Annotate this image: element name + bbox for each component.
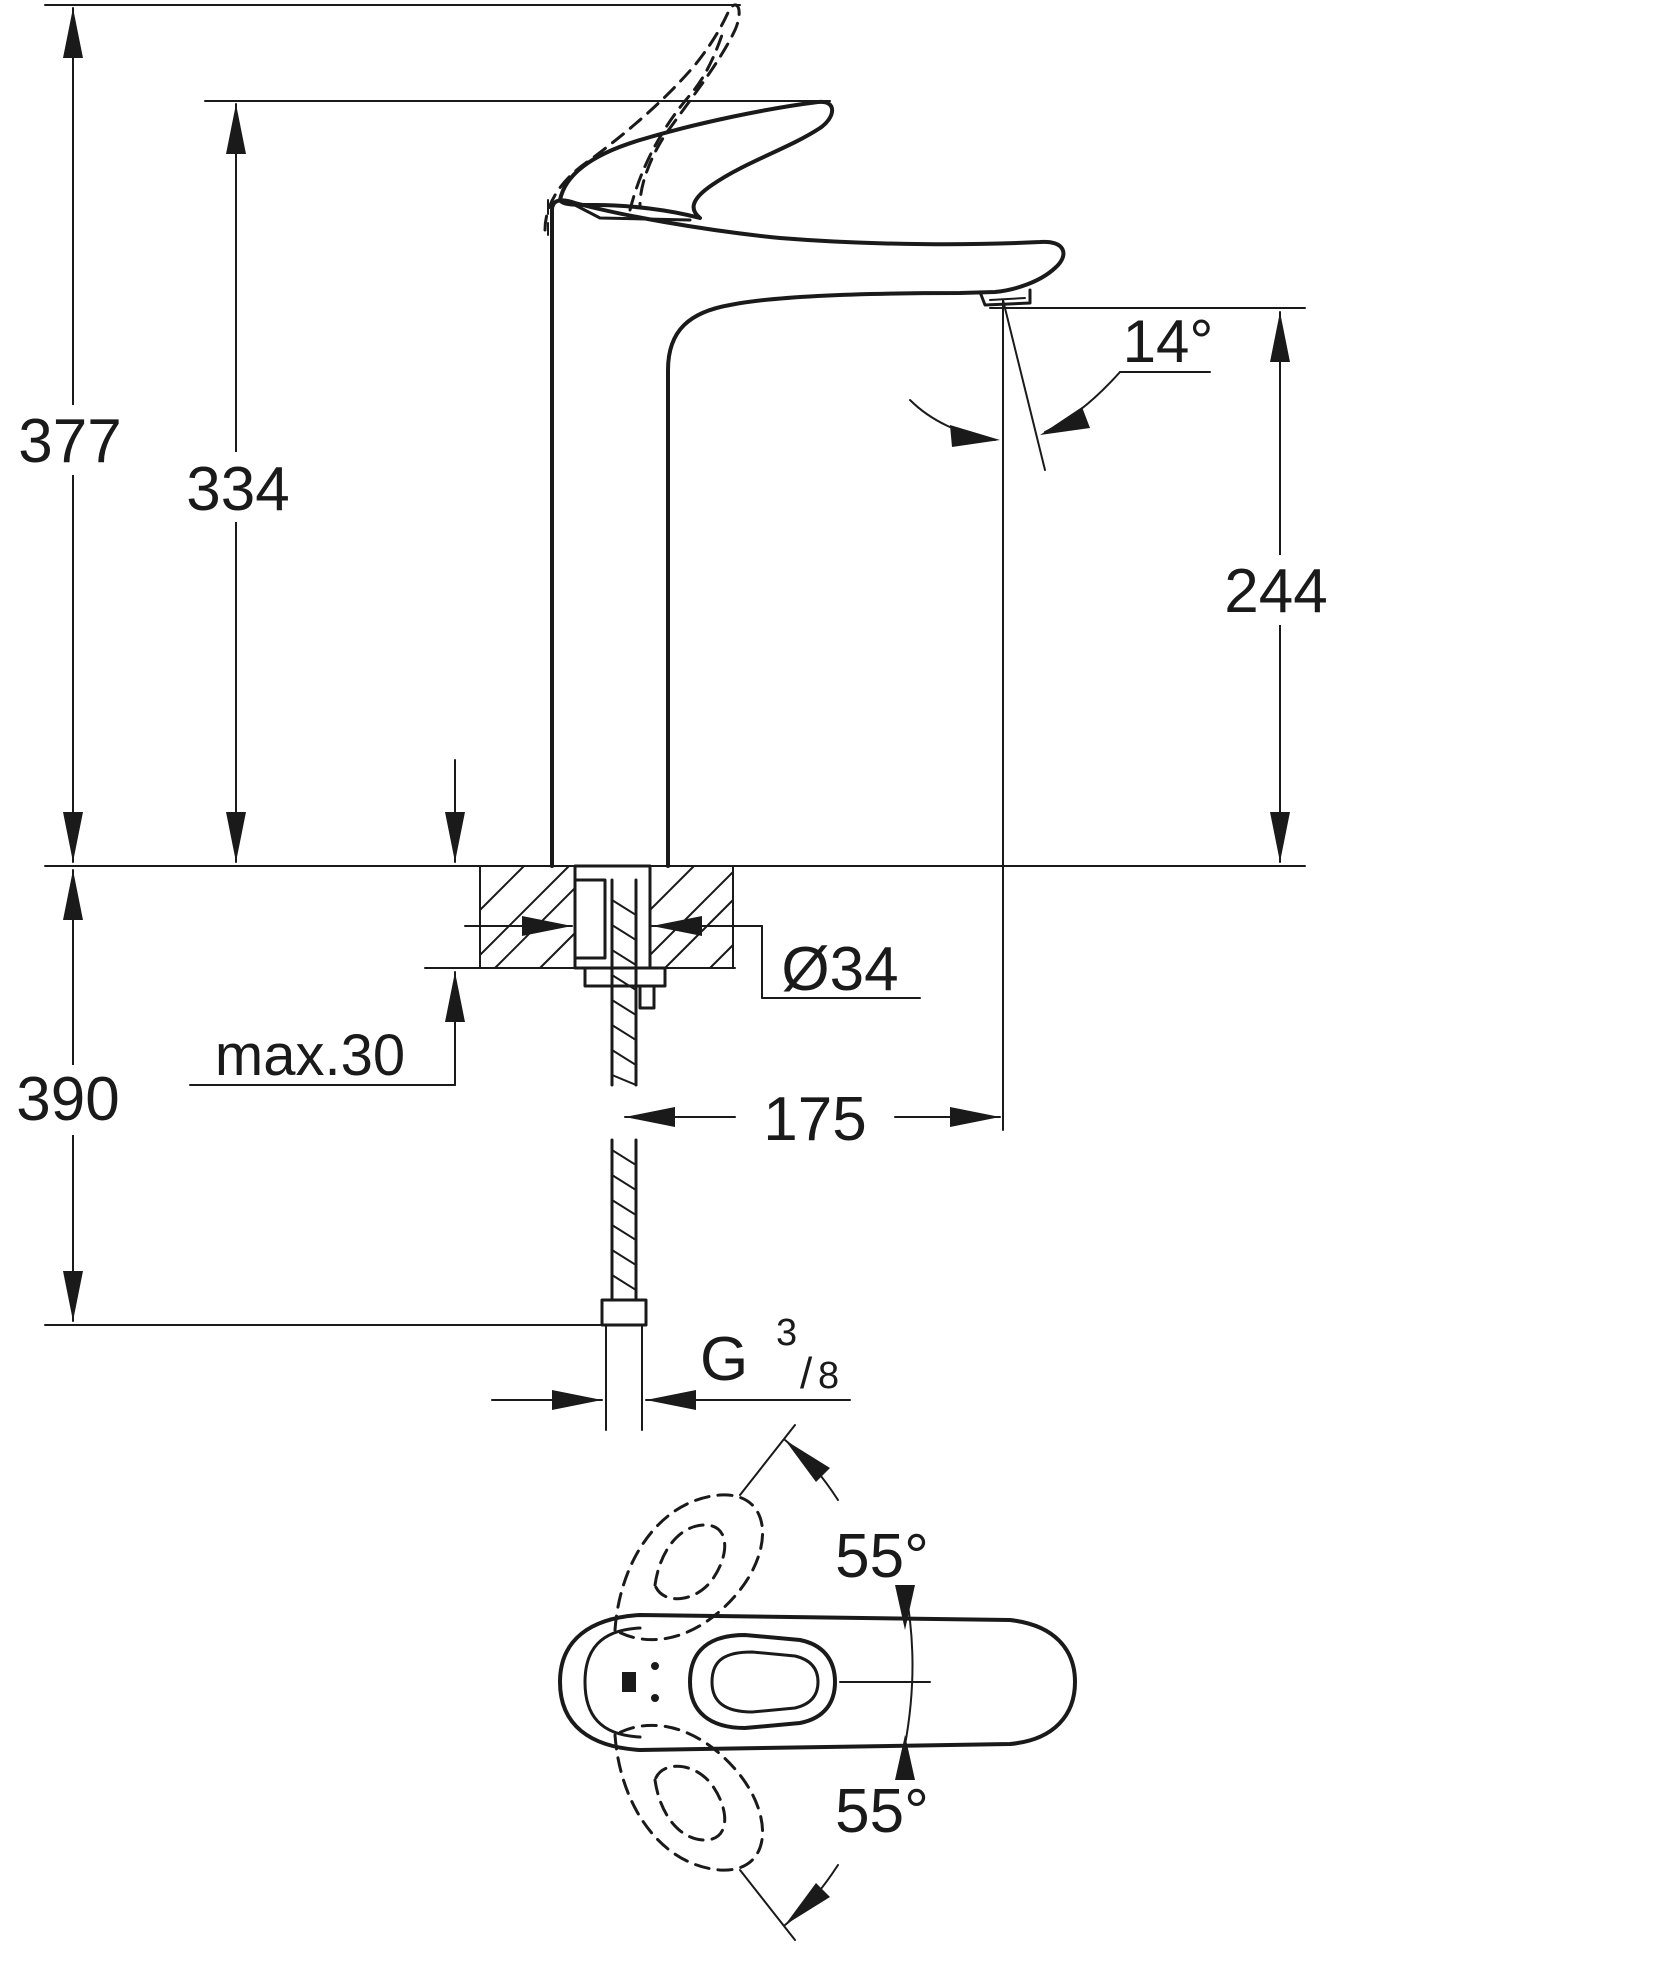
angle-label-55-bottom: 55° — [835, 1777, 929, 1846]
dimension-377: 377 — [5, 7, 135, 863]
lever-top-solid — [558, 1613, 1077, 1752]
dim-label-175: 175 — [763, 1085, 866, 1154]
dim-label-diameter: Ø34 — [781, 935, 898, 1004]
dimension-390: 390 — [5, 869, 135, 1322]
thread-label-g: G — [700, 1325, 748, 1394]
aerator — [978, 288, 1032, 307]
supply-hose — [600, 878, 648, 1431]
svg-text:/: / — [800, 1349, 813, 1398]
reference-lines — [44, 4, 1306, 1326]
dimension-max30: max.30 — [189, 759, 465, 1088]
dim-label-390: 390 — [16, 1065, 119, 1134]
outlet-angle: 14° — [909, 299, 1214, 1131]
faucet-top-view: 55° 55° — [558, 1424, 1077, 1941]
dimension-diameter: Ø34 — [464, 916, 921, 1004]
dimension-thread: G 3 / 8 — [491, 1312, 851, 1410]
angle-label-14: 14° — [1123, 308, 1214, 375]
lever-rotated-bottom-dashed — [613, 1723, 764, 1872]
dimension-175: 175 — [624, 1085, 1001, 1154]
lever-rotated-top-dashed — [613, 1493, 764, 1642]
faucet-side-view — [543, 3, 1066, 868]
lever-raised-dashed — [543, 3, 741, 232]
outlet-angle-line — [1002, 299, 1046, 471]
deck-section — [424, 864, 736, 1010]
dim-label-334: 334 — [186, 455, 289, 524]
thread-label-denominator: 8 — [818, 1355, 839, 1397]
dim-label-max30: max.30 — [215, 1023, 405, 1088]
dim-label-244: 244 — [1224, 557, 1327, 626]
dim-label-377: 377 — [18, 407, 121, 476]
faucet-body — [550, 198, 1066, 868]
angle-label-55-top: 55° — [835, 1522, 929, 1591]
dimension-334: 334 — [170, 103, 305, 863]
dimension-244: 244 — [1210, 311, 1350, 863]
thread-label-numerator: 3 — [776, 1312, 797, 1354]
lever-solid — [558, 99, 835, 220]
